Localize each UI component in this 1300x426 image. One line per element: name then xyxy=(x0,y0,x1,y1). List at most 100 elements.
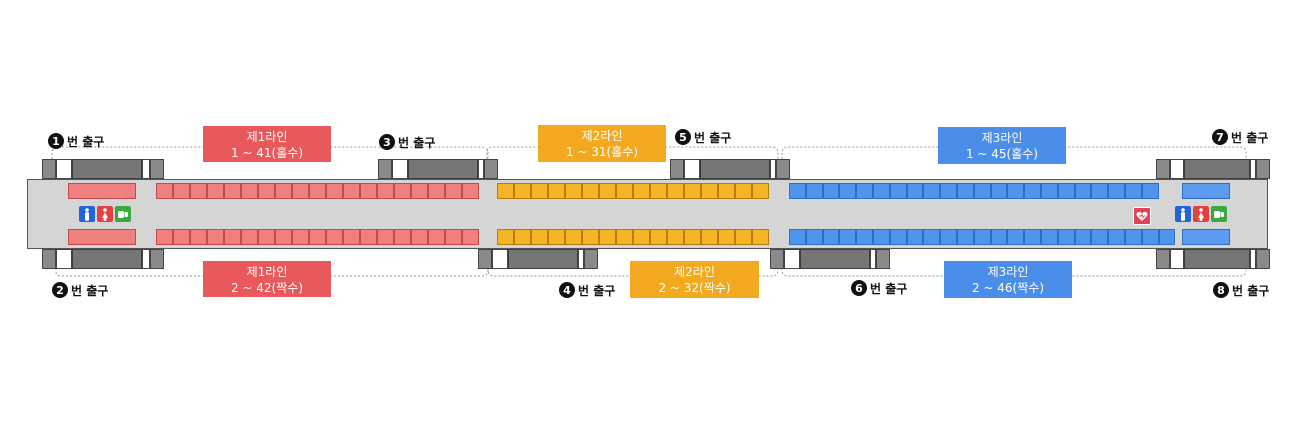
line2-stall[interactable] xyxy=(650,183,667,199)
line3-stall[interactable] xyxy=(940,183,957,199)
line1-stall[interactable] xyxy=(428,183,445,199)
male-restroom-icon[interactable] xyxy=(1175,206,1191,222)
line3-stall[interactable] xyxy=(1057,183,1075,199)
line3-stall[interactable] xyxy=(957,183,974,199)
line3-stall[interactable] xyxy=(889,183,907,199)
line1-stall[interactable] xyxy=(258,229,275,245)
line3-stall[interactable] xyxy=(1041,183,1058,199)
line1-stall[interactable] xyxy=(428,229,445,245)
line1-stall[interactable] xyxy=(292,229,309,245)
line1-stall[interactable] xyxy=(445,229,462,245)
exit-5-label[interactable]: 5 번 출구 xyxy=(675,128,731,146)
line1-stall[interactable] xyxy=(326,229,343,245)
line2-stall[interactable] xyxy=(667,229,684,245)
line3-stall[interactable] xyxy=(1057,229,1075,245)
line3-stall[interactable] xyxy=(805,183,823,199)
line2-stall[interactable] xyxy=(718,183,735,199)
line3-stall[interactable] xyxy=(1125,229,1142,245)
line1-stall[interactable] xyxy=(190,229,207,245)
nursing-room-icon[interactable] xyxy=(115,206,131,222)
line1-stall[interactable] xyxy=(394,183,411,199)
line3-stall[interactable] xyxy=(1024,183,1041,199)
line2-stall[interactable] xyxy=(531,183,548,199)
exit-2-label[interactable]: 2 번 출구 xyxy=(52,281,108,299)
line1-stall[interactable] xyxy=(462,229,479,245)
line2-stall[interactable] xyxy=(514,183,531,199)
line3-stall[interactable] xyxy=(973,183,991,199)
line3-stall[interactable] xyxy=(906,229,924,245)
line2-stall[interactable] xyxy=(735,229,752,245)
line2-stall[interactable] xyxy=(684,183,701,199)
line1-stall[interactable] xyxy=(292,183,309,199)
line3-stall[interactable] xyxy=(990,183,1008,199)
nursing-room-icon[interactable] xyxy=(1211,206,1227,222)
line1-stall[interactable] xyxy=(224,183,241,199)
line2-stall[interactable] xyxy=(650,229,667,245)
line1-stall[interactable] xyxy=(411,183,428,199)
line1-stall[interactable] xyxy=(275,229,292,245)
line1-stall[interactable] xyxy=(377,229,394,245)
line2-stall[interactable] xyxy=(531,229,548,245)
line2-stall[interactable] xyxy=(582,229,599,245)
line3-stall[interactable] xyxy=(839,183,857,199)
line1-stall[interactable] xyxy=(258,183,275,199)
line2-stall[interactable] xyxy=(599,229,616,245)
line3-stall[interactable] xyxy=(906,183,924,199)
female-restroom-icon[interactable] xyxy=(97,206,113,222)
line2-stall[interactable] xyxy=(633,183,650,199)
line1-stall[interactable] xyxy=(241,229,258,245)
line2-stall[interactable] xyxy=(548,229,565,245)
line3-stall[interactable] xyxy=(1108,183,1125,199)
line1-stall[interactable] xyxy=(394,229,411,245)
line3-stall[interactable] xyxy=(973,229,991,245)
line3-stall[interactable] xyxy=(1074,229,1092,245)
exit-4-label[interactable]: 4 번 출구 xyxy=(559,281,615,299)
line3-stall[interactable] xyxy=(1125,183,1142,199)
line1-stall[interactable] xyxy=(224,229,241,245)
line1-stall[interactable] xyxy=(326,183,343,199)
line2-stall[interactable] xyxy=(701,229,718,245)
line3-stall[interactable] xyxy=(1141,183,1159,199)
line3-stall[interactable] xyxy=(1141,229,1159,245)
line1-stall[interactable] xyxy=(445,183,462,199)
line3-stall[interactable] xyxy=(873,183,890,199)
line3-stall[interactable] xyxy=(856,183,873,199)
female-restroom-icon[interactable] xyxy=(1193,206,1209,222)
line1-stall[interactable] xyxy=(462,183,479,199)
line3-stall[interactable] xyxy=(1024,229,1041,245)
line3-stall[interactable] xyxy=(822,183,840,199)
line1-stall[interactable] xyxy=(343,183,360,199)
exit-1-label[interactable]: 1 번 출구 xyxy=(48,132,104,150)
line2-stall[interactable] xyxy=(497,229,514,245)
line2-stall[interactable] xyxy=(497,183,514,199)
line3-stall[interactable] xyxy=(990,229,1008,245)
male-restroom-icon[interactable] xyxy=(79,206,95,222)
line1-stall[interactable] xyxy=(156,183,173,199)
line3-stall[interactable] xyxy=(923,229,941,245)
line2-stall[interactable] xyxy=(752,183,769,199)
exit-6-label[interactable]: 6 번 출구 xyxy=(851,279,907,297)
line2-stall[interactable] xyxy=(548,183,565,199)
line3-stall[interactable] xyxy=(1041,229,1058,245)
line1-stall[interactable] xyxy=(207,229,224,245)
line3-stall[interactable] xyxy=(1007,183,1025,199)
line1-stall[interactable] xyxy=(309,229,326,245)
line3-stall[interactable] xyxy=(839,229,857,245)
line3-stall[interactable] xyxy=(889,229,907,245)
line2-stall[interactable] xyxy=(718,229,735,245)
line3-stall[interactable] xyxy=(873,229,890,245)
exit-7-label[interactable]: 7 번 출구 xyxy=(1212,128,1268,146)
line3-stall[interactable] xyxy=(789,229,806,245)
line3-stall[interactable] xyxy=(923,183,941,199)
exit-8-label[interactable]: 8 번 출구 xyxy=(1213,281,1269,299)
exit-3-label[interactable]: 3 번 출구 xyxy=(379,133,435,151)
line1-stall[interactable] xyxy=(411,229,428,245)
line2-stall[interactable] xyxy=(633,229,650,245)
line3-stall[interactable] xyxy=(805,229,823,245)
line1-stall[interactable] xyxy=(207,183,224,199)
line3-stall[interactable] xyxy=(1108,229,1125,245)
line1-stall[interactable] xyxy=(241,183,258,199)
line3-stall[interactable] xyxy=(856,229,873,245)
line2-stall[interactable] xyxy=(701,183,718,199)
line2-stall[interactable] xyxy=(565,229,582,245)
